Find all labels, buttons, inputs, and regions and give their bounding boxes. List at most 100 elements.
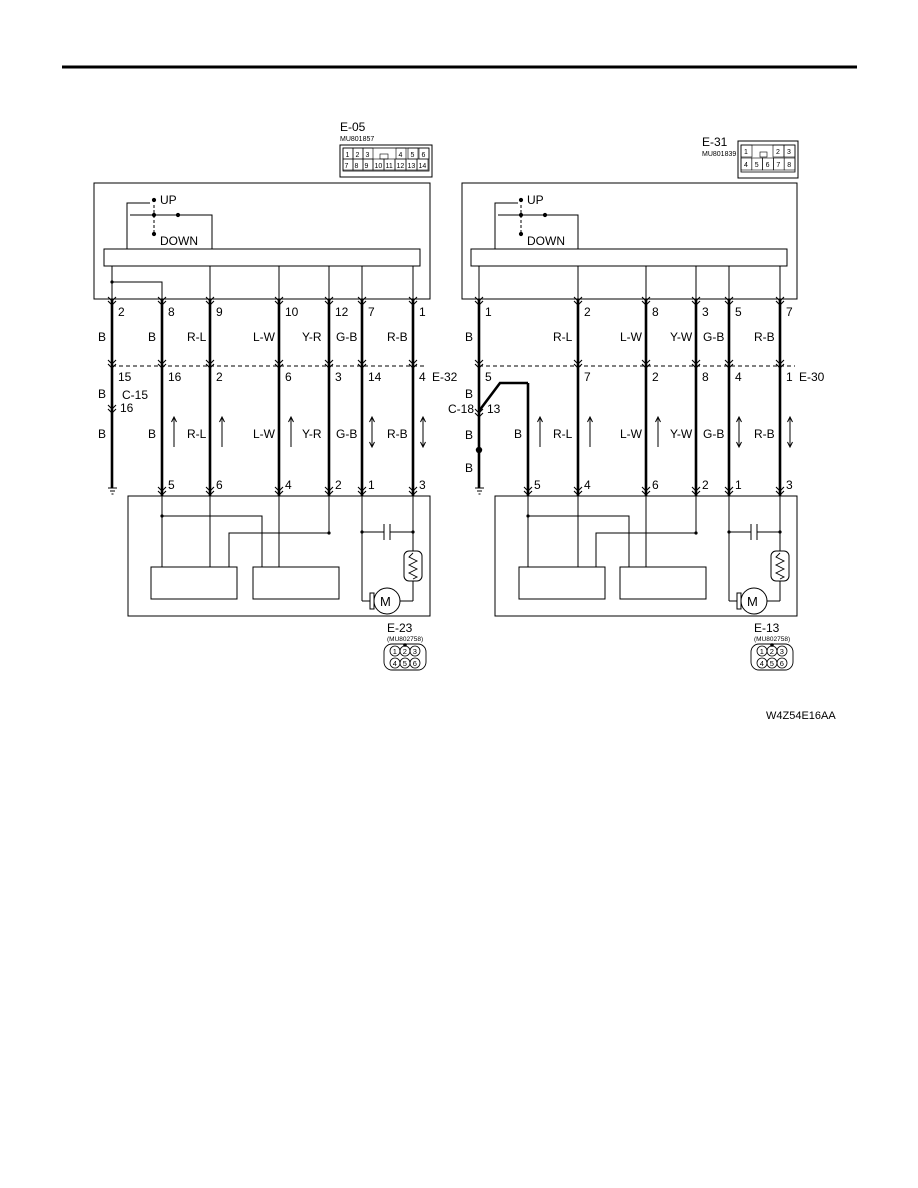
pin-label: 7 <box>776 162 780 169</box>
pin-number: 6 <box>652 478 659 492</box>
c18-color-below-2: B <box>465 461 473 475</box>
connector-chevron-icon <box>724 296 734 306</box>
pin-number: 3 <box>419 478 426 492</box>
pin-number: 10 <box>285 305 299 319</box>
pin-label: 10 <box>375 163 383 170</box>
pin-number: 5 <box>735 305 742 319</box>
connector-chevron-icon <box>408 486 418 496</box>
pin-number: 2 <box>118 305 125 319</box>
wire-color: Y-R <box>302 427 322 441</box>
connector-chevron-icon <box>775 486 785 496</box>
signal-direction-arrow-icon-head <box>288 415 294 423</box>
pin-number: 4 <box>584 478 591 492</box>
key-dot <box>403 643 407 647</box>
pin-label: 2 <box>776 149 780 156</box>
wire-color: Y-R <box>302 330 322 344</box>
pin-label: 9 <box>365 163 369 170</box>
signal-direction-arrow-icon-head <box>587 415 593 423</box>
wire-color: L-W <box>620 427 643 441</box>
connector-chevron-icon <box>408 296 418 306</box>
ground-icon <box>475 487 484 495</box>
wire-color: B <box>148 330 156 344</box>
mid-connector-e30: E-30 <box>799 370 825 384</box>
signal-direction-arrow-icon-head <box>369 415 375 423</box>
pin-cell <box>783 157 796 171</box>
connector-chevron-icon <box>205 486 215 496</box>
switch-down-label-right: DOWN <box>527 234 565 248</box>
pin-number: 8 <box>702 370 709 384</box>
pin-label: 2 <box>770 647 774 656</box>
pin-number: 16 <box>168 370 182 384</box>
wire-color: G-B <box>336 427 357 441</box>
connector-chevron-icon <box>107 296 117 306</box>
motor-icon-right: M <box>747 594 758 609</box>
pin-number: 5 <box>534 478 541 492</box>
wire-color: G-B <box>703 330 724 344</box>
pin-number: 4 <box>735 370 742 384</box>
signal-direction-arrow-icon-head <box>736 415 742 423</box>
connector-chevron-icon <box>523 486 533 496</box>
wire-color: R-B <box>387 330 408 344</box>
pin-label: 1 <box>760 647 764 656</box>
pin-label: 5 <box>403 659 407 668</box>
pin-number: 2 <box>584 305 591 319</box>
wire-color: L-W <box>253 330 276 344</box>
pin-socket <box>409 657 421 669</box>
c15-name: C-15 <box>122 388 148 402</box>
mid-connector-e32: E-32 <box>432 370 458 384</box>
switch-box-left <box>93 182 431 300</box>
connector-chevron-icon <box>573 486 583 496</box>
connector-part-e23: (MU802758) <box>387 636 423 643</box>
pin-socket <box>409 645 421 657</box>
connector-label-e05: E-05 <box>340 120 366 134</box>
signal-direction-arrow-icon-head <box>420 415 426 423</box>
pin-label: 2 <box>403 647 407 656</box>
switch-bus-right <box>470 248 788 267</box>
wire-color: B <box>148 427 156 441</box>
pin-label: 1 <box>744 149 748 156</box>
pin-label: 13 <box>408 163 416 170</box>
pin-number: 2 <box>702 478 709 492</box>
pin-label: 3 <box>366 152 370 159</box>
connector-chevron-icon <box>474 408 484 418</box>
c15-color-above: B <box>98 387 106 401</box>
connector-chevron-icon <box>357 296 367 306</box>
pin-number: 12 <box>335 305 349 319</box>
pin-number: 5 <box>485 370 492 384</box>
pin-label: 11 <box>386 163 393 170</box>
pin-label: 6 <box>766 162 770 169</box>
wire-color: R-L <box>187 330 207 344</box>
pin-label: 3 <box>787 149 791 156</box>
pin-number: 8 <box>168 305 175 319</box>
wire-color: R-B <box>754 330 775 344</box>
wire-color: L-W <box>253 427 276 441</box>
pin-number: 8 <box>652 305 659 319</box>
pin-label: 5 <box>770 659 774 668</box>
wire-color: R-B <box>387 427 408 441</box>
pin-number: 6 <box>285 370 292 384</box>
wire-color: R-L <box>553 427 573 441</box>
pin-label: 4 <box>399 152 403 159</box>
connector-chevron-icon <box>157 486 167 496</box>
signal-direction-arrow-icon-head <box>655 415 661 423</box>
pin-label: 8 <box>787 162 791 169</box>
pin-number: 1 <box>368 478 375 492</box>
updown-switch-right <box>494 197 579 249</box>
connector-label-e23: E-23 <box>387 621 413 635</box>
pin-number: 3 <box>702 305 709 319</box>
signal-direction-arrow-icon-head <box>171 415 177 423</box>
pin-number: 7 <box>368 305 375 319</box>
pin-label: 5 <box>411 152 415 159</box>
switch-up-label: UP <box>160 193 177 207</box>
pin-label: 3 <box>780 647 784 656</box>
c18-color-below-1: B <box>465 428 473 442</box>
wire-color: G-B <box>703 427 724 441</box>
wires-left: 2B158B165B9R-L26R-L10L-W64L-W12Y-R32Y-R7… <box>98 296 426 496</box>
internal-traces-right <box>478 266 781 299</box>
connector-chevron-icon <box>274 486 284 496</box>
switch-up-label-right: UP <box>527 193 544 207</box>
signal-direction-arrow-icon-head <box>537 415 543 423</box>
